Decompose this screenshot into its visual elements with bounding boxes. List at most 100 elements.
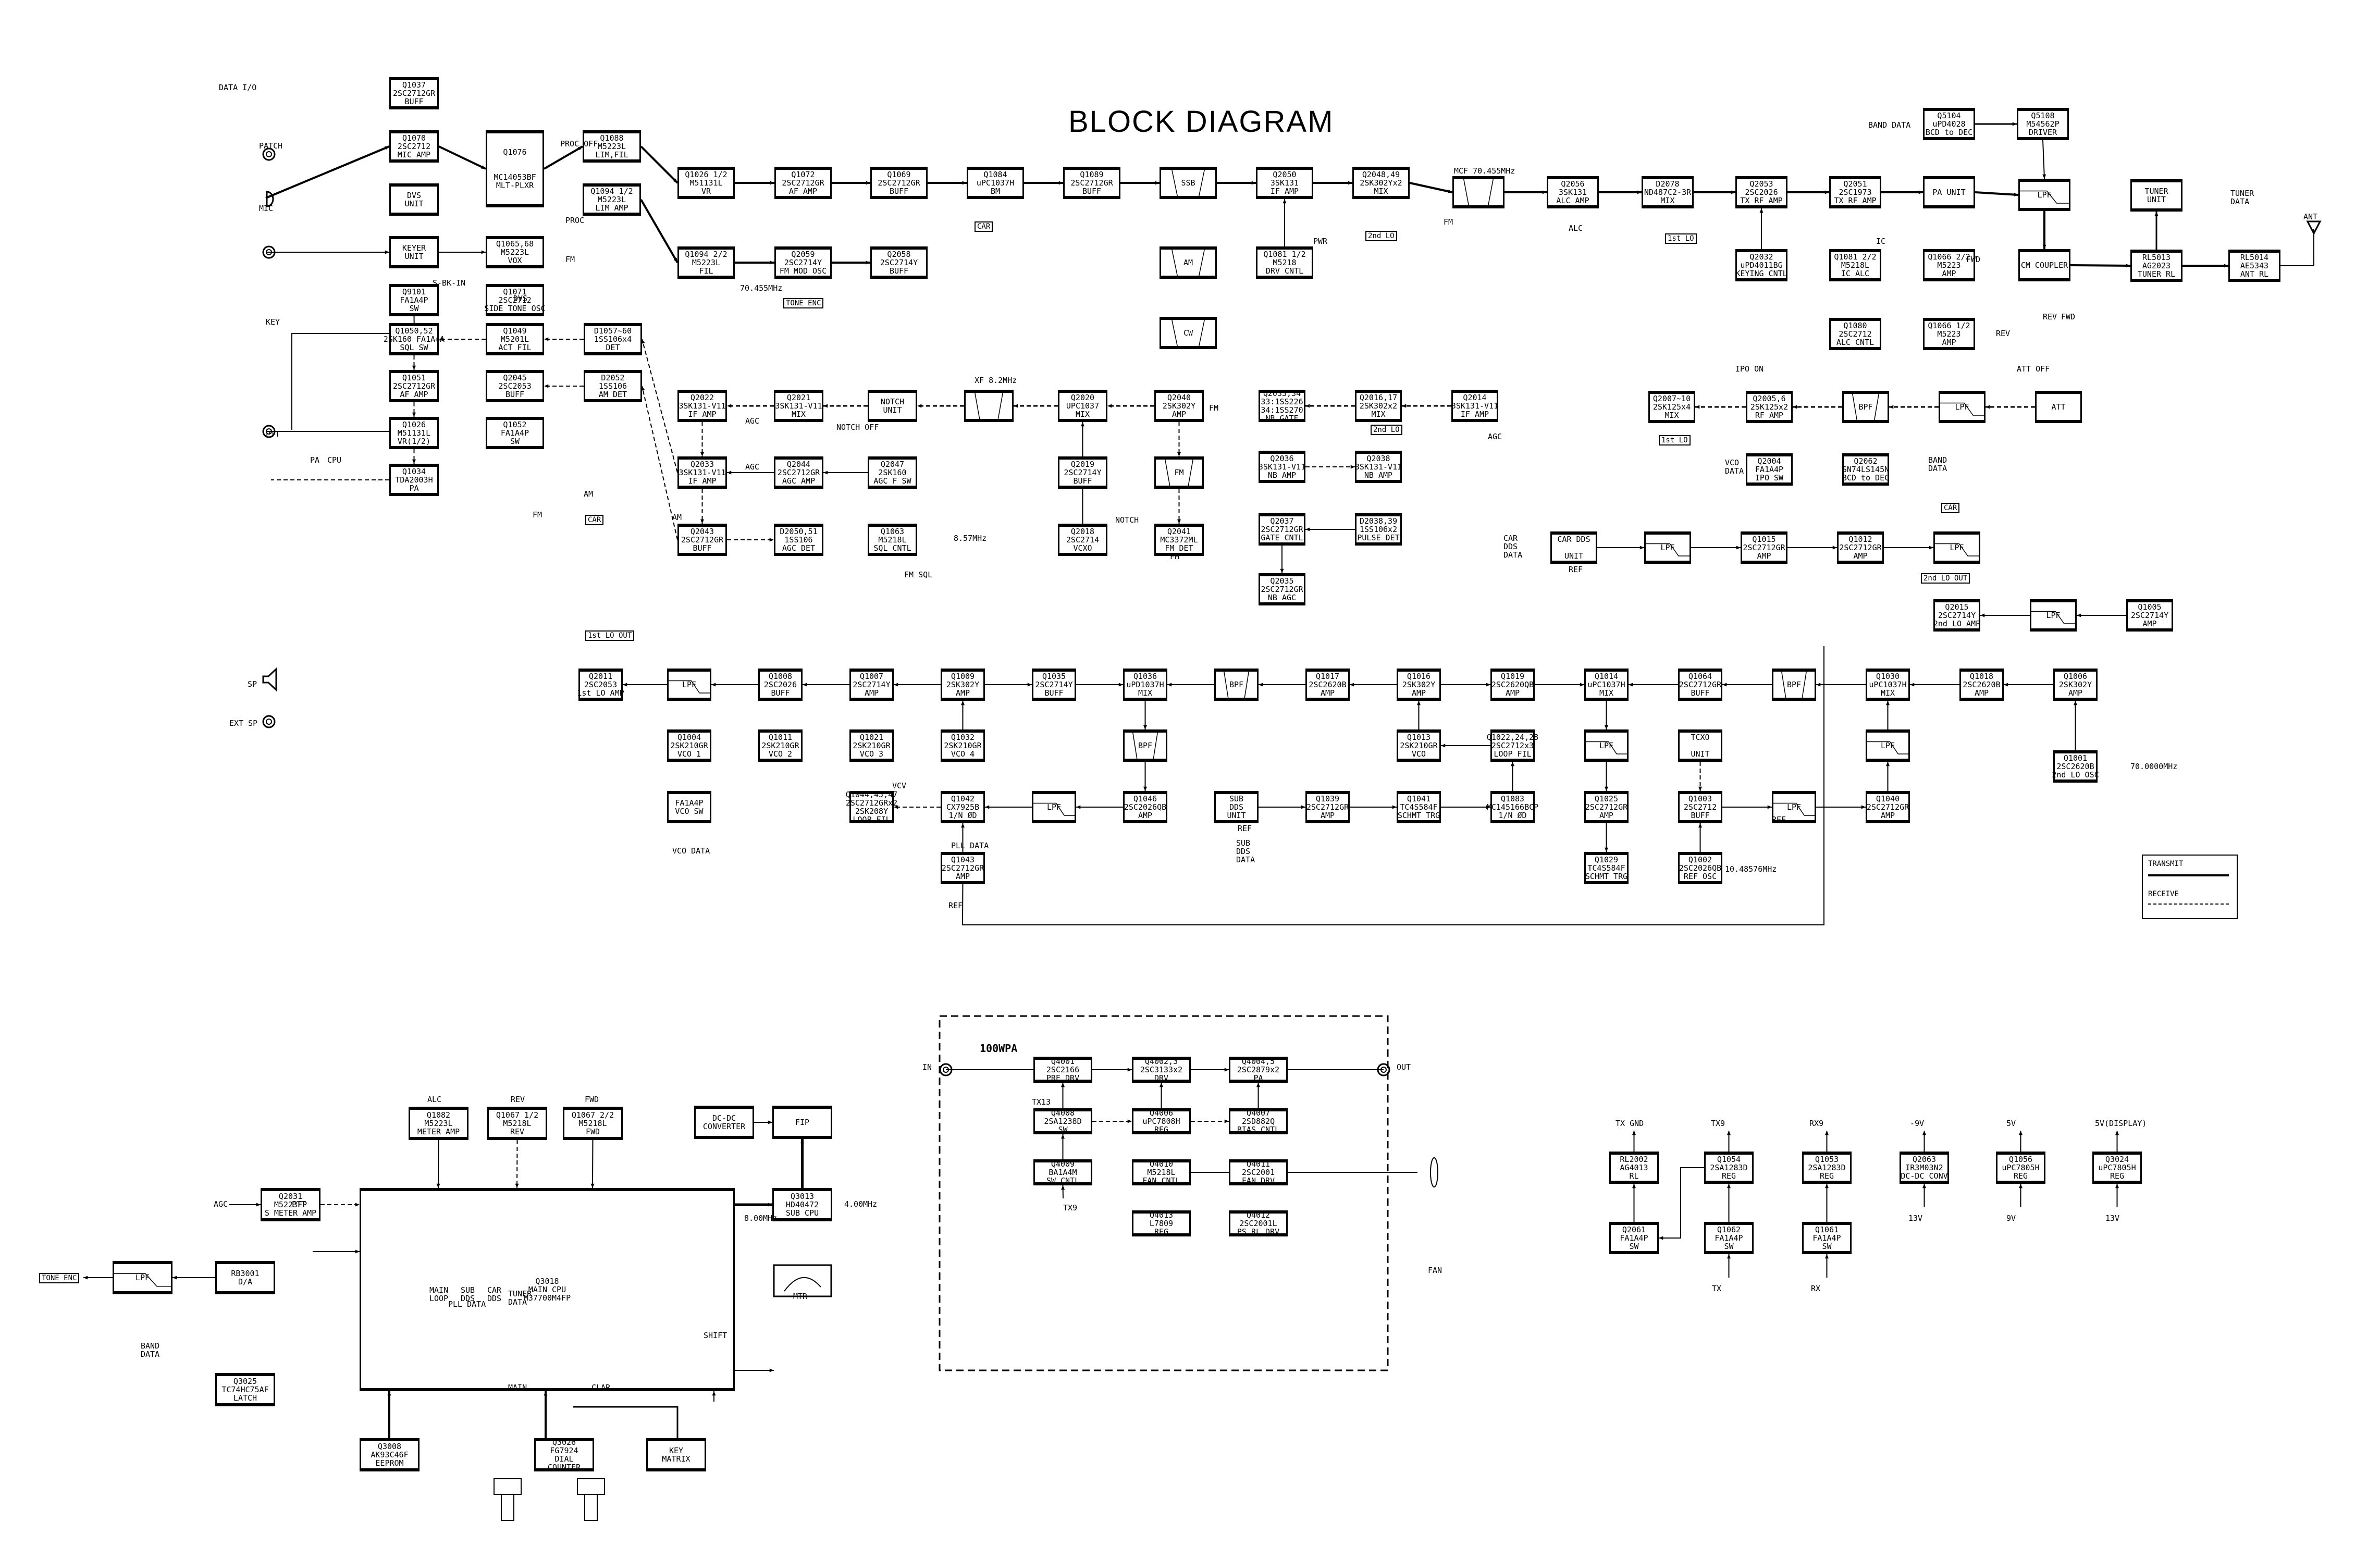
- block-q1013: Q1013 2SK210GR VCO: [1397, 729, 1441, 762]
- block-q1037: Q1037 2SC2712GR BUFF: [389, 77, 439, 109]
- block-text: Q1054 2SA1283D REG: [1710, 1155, 1748, 1181]
- block-q5108: Q5108 M54562P DRIVER: [2017, 108, 2069, 140]
- block-text: Q2053 2SC2026 TX RF AMP: [1740, 179, 1783, 205]
- block-text: Q2043 2SC2712GR BUFF: [681, 527, 724, 553]
- lpf-symbol-icon: [1773, 802, 1815, 816]
- block-text: Q1084 uPC1037H BM: [976, 170, 1015, 196]
- arrowhead-icon: [1918, 190, 1923, 194]
- arrowhead-icon: [1910, 683, 1915, 687]
- legend-transmit-label: TRANSMIT: [2148, 860, 2184, 868]
- block-keyer: KEYER UNIT: [389, 236, 439, 268]
- block-text: Q2035 2SC2712GR NB AGC: [1261, 576, 1303, 602]
- block-text: Q2015 2SC2714Y 2nd LO AMP: [1933, 602, 1981, 628]
- block-q2022: Q2022 3SK131-V11 IF AMP: [677, 390, 727, 422]
- bpf-symbol-icon: [1171, 250, 1205, 276]
- block-text: Q1053 2SA1283D REG: [1808, 1155, 1846, 1181]
- label-m9v: -9V: [1910, 1119, 1925, 1128]
- block-q1080: Q1080 2SC2712 ALC CNTL: [1829, 318, 1881, 350]
- bpf-symbol-icon: [1171, 170, 1205, 196]
- block-q1029: Q1029 TC4S584F SCHMT TRG: [1584, 852, 1629, 884]
- bpf-symbol-icon: [975, 393, 1003, 419]
- block-q4001: Q4001 2SC2166 PRE DRV: [1033, 1057, 1092, 1083]
- block-text: KEY MATRIX: [662, 1446, 690, 1464]
- block-text: Q1081 2/2 M5218L IC ALC: [1834, 252, 1877, 278]
- label-band-data2: BAND DATA: [1928, 455, 1947, 473]
- arrowhead-icon: [1727, 1131, 1731, 1135]
- label-ref1: REF: [1569, 565, 1583, 574]
- block-text: Q1083 MC145166BCP 1/N ØD: [1486, 794, 1539, 820]
- block-q2056: Q2056 3SK131 ALC AMP: [1547, 176, 1599, 208]
- signal-tag-lo1out: 1st LO OUT: [585, 630, 635, 641]
- legend: TRANSMIT RECEIVE: [2142, 855, 2238, 919]
- label-pa-out: OUT: [1397, 1062, 1411, 1072]
- block-q1081a: Q1081 1/2 M5218 DRV CNTL: [1256, 246, 1313, 279]
- pa-in-jack-icon[interactable]: [939, 1063, 953, 1076]
- block-bpf-pll: BPF: [1123, 729, 1167, 762]
- block-q1065-68: Q1065,68 M5223L VOX: [486, 236, 544, 268]
- block-text: Q1039 2SC2712GR AMP: [1306, 794, 1349, 820]
- block-q2007: Q2007~10 2SK125x4 MIX: [1648, 391, 1695, 423]
- block-text: LPF: [1046, 802, 1062, 812]
- block-text: AM: [1183, 258, 1193, 267]
- block-text: KEYER UNIT: [402, 243, 426, 261]
- label-band-data1: BAND DATA: [1868, 120, 1911, 130]
- block-text: DC-DC CONVERTER: [702, 1113, 746, 1131]
- block-lpf-car2: LPF: [1933, 531, 1980, 564]
- arrowhead-icon: [1889, 405, 1894, 409]
- block-text: D2078 ND487C2-3R MIX: [1644, 179, 1692, 205]
- label-rev2: REV: [2043, 312, 2057, 321]
- label-rev-in: REV: [511, 1095, 525, 1104]
- block-text: PA UNIT: [1932, 188, 1966, 197]
- block-q2061: Q2061 FA1A4P SW: [1609, 1222, 1659, 1254]
- block-text: Q1030 uPC1037H MIX: [1869, 672, 1907, 698]
- label-shift: SHIFT: [704, 1331, 727, 1340]
- patch-jack-icon[interactable]: [262, 147, 276, 161]
- block-text: Q9101 FA1A4P SW: [400, 287, 428, 313]
- block-q1044: Q1044,45,47 2SC2712GRx2 2SK208Y LOOP FIL: [846, 790, 897, 824]
- arrowhead-icon: [256, 1203, 261, 1207]
- arrowhead-icon: [1722, 683, 1727, 687]
- block-q1042: Q1042 CX7925B 1/N ØD: [941, 791, 985, 823]
- arrowhead-icon: [1177, 452, 1181, 456]
- arrowhead-icon: [1604, 786, 1609, 791]
- pa-in-jack-icon-inner: [943, 1067, 949, 1073]
- arrowhead-icon: [917, 404, 922, 408]
- block-lpf-rx: LPF: [1939, 391, 1986, 423]
- signal-tag-car1: CAR: [975, 221, 993, 232]
- label-mcf: MCF 70.455MHz: [1454, 166, 1515, 176]
- block-text: Q1071 2SC2712 SIDE TONE OSC: [484, 287, 546, 313]
- block-text: Q3013 HD40472 SUB CPU: [785, 1192, 819, 1218]
- ext-sp-jack-icon[interactable]: [262, 715, 276, 728]
- block-text: Q2033 3SK131-V11 IF AMP: [679, 460, 726, 486]
- arrowhead-icon: [1632, 1131, 1636, 1135]
- clar-knob-icon[interactable]: [577, 1478, 605, 1495]
- ptt-jack-icon[interactable]: [262, 425, 276, 438]
- key-jack-icon[interactable]: [262, 245, 276, 259]
- block-text: FA1A4P VCO SW: [675, 798, 704, 816]
- arrowhead-icon: [1058, 181, 1063, 185]
- label-xf: XF 8.2MHz: [975, 376, 1017, 385]
- arrowhead-icon: [712, 1391, 716, 1396]
- main-dial-knob-icon[interactable]: [494, 1478, 522, 1495]
- block-q2020: Q2020 UPC1037 MIX: [1058, 390, 1107, 422]
- pa-out-jack-icon[interactable]: [1377, 1063, 1390, 1076]
- block-q2035: Q2035 2SC2712GR NB AGC: [1259, 573, 1305, 605]
- meter-scale: [784, 1277, 821, 1292]
- block-text: TUNER UNIT: [2144, 187, 2168, 204]
- signal-wire: [640, 145, 679, 184]
- block-ssb: SSB: [1160, 167, 1217, 199]
- arrowhead-icon: [1604, 725, 1609, 729]
- block-text: Q1081 1/2 M5218 DRV CNTL: [1263, 250, 1306, 276]
- block-q1004: Q1004 2SK210GR VCO 1: [667, 729, 711, 762]
- arrowhead-icon: [1824, 1184, 1829, 1189]
- arrowhead-icon: [1080, 422, 1085, 427]
- arrowhead-icon: [1632, 1184, 1636, 1189]
- lpf-symbol-icon: [1935, 543, 1979, 556]
- signal-tag-lo2out: 2nd LO OUT: [1921, 573, 1970, 584]
- label-tx13: TX13: [1032, 1097, 1051, 1107]
- label-att-off: ATT OFF: [2017, 364, 2050, 374]
- block-text: Q2033,34 33:1SS226 34:1SS270 NB GATE: [1261, 389, 1303, 423]
- block-q1051: Q1051 2SC2712GR AF AMP: [389, 370, 439, 402]
- arrowhead-icon: [1143, 786, 1148, 791]
